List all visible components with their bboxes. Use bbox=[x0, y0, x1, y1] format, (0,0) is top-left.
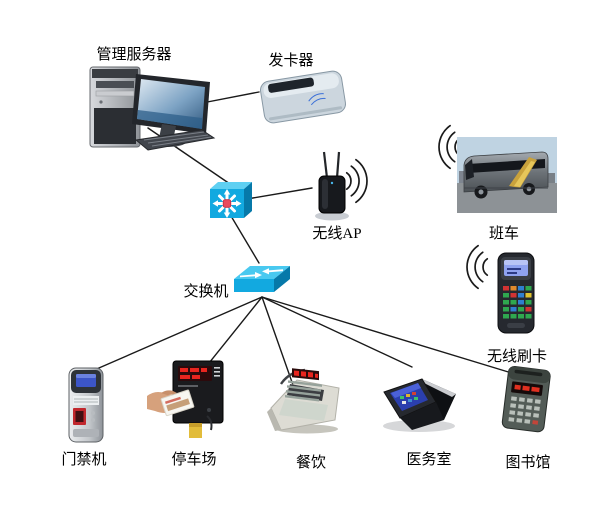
label-access-control: 门禁机 bbox=[61, 452, 107, 468]
card-issuer-node bbox=[252, 66, 354, 133]
access-control-icon bbox=[68, 367, 104, 443]
parking-reader-image bbox=[147, 360, 224, 438]
parking-node bbox=[147, 358, 229, 443]
edge-switch-dining bbox=[261, 296, 294, 386]
label-management-server: 管理服务器 bbox=[96, 47, 172, 63]
handheld-terminal-icon bbox=[497, 252, 535, 334]
wifi-waves-ap bbox=[345, 158, 368, 204]
label-wireless-reader: 无线刷卡 bbox=[486, 349, 548, 365]
edge-switch-library bbox=[261, 296, 516, 375]
computer-icon bbox=[89, 66, 216, 151]
wireless-ap-icon bbox=[315, 151, 349, 221]
wireless-reader-node bbox=[489, 250, 543, 341]
wifi-waves-reader bbox=[466, 244, 489, 290]
library-terminal-icon bbox=[501, 365, 551, 433]
label-parking: 停车场 bbox=[171, 452, 217, 468]
label-dining: 餐饮 bbox=[295, 455, 327, 471]
label-switch: 交换机 bbox=[183, 284, 229, 300]
dining-pos-icon bbox=[267, 368, 340, 434]
switch-icon bbox=[234, 266, 290, 292]
label-card-issuer: 发卡器 bbox=[268, 53, 314, 69]
bus-node bbox=[457, 137, 557, 218]
edge-switch-medical bbox=[261, 296, 413, 368]
label-library: 图书馆 bbox=[505, 455, 551, 471]
edge-coreswitch-ap bbox=[246, 187, 313, 200]
edge-switch-access bbox=[91, 296, 263, 372]
medical-node bbox=[374, 370, 464, 443]
bus-image bbox=[457, 137, 557, 213]
library-node bbox=[489, 363, 561, 444]
label-medical: 医务室 bbox=[406, 452, 452, 468]
edge-coreswitch-switch bbox=[230, 215, 260, 264]
label-bus: 班车 bbox=[488, 226, 520, 242]
management-server-node bbox=[84, 62, 216, 159]
wireless-ap-node bbox=[304, 148, 368, 229]
dining-node bbox=[261, 368, 349, 445]
access-control-node bbox=[59, 365, 113, 450]
multilayer-switch-icon bbox=[210, 182, 252, 218]
core-switch-node bbox=[206, 178, 256, 227]
medical-terminal-icon bbox=[383, 378, 456, 432]
card-issuer-icon bbox=[260, 70, 346, 124]
switch-node bbox=[229, 259, 295, 308]
label-wireless-ap: 无线AP bbox=[312, 226, 362, 242]
